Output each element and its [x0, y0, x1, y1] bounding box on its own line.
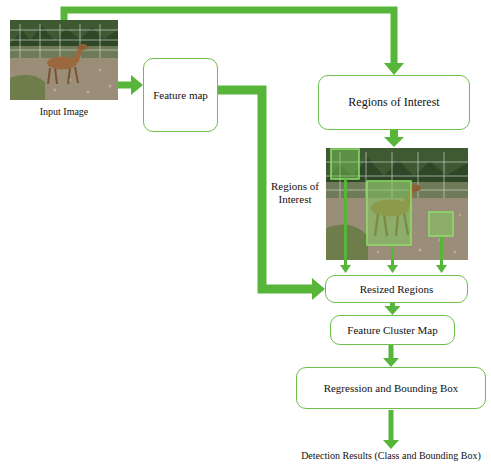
node-text: Resized Regions	[360, 283, 434, 296]
grass-band	[10, 46, 118, 58]
process-box: Regression and Bounding Box	[296, 367, 486, 409]
green-patch	[10, 75, 45, 100]
arrow-head	[383, 358, 399, 367]
arrow-shaft	[389, 345, 394, 359]
flow-arrow	[383, 410, 399, 449]
deer-body	[47, 57, 77, 70]
flow-arrow	[64, 10, 404, 75]
node-text: Feature Cluster Map	[347, 324, 437, 337]
region-photo	[326, 148, 468, 260]
region-box	[331, 149, 359, 179]
deer	[47, 44, 88, 84]
photo-ground	[326, 148, 468, 260]
node-text: Input Image	[40, 106, 89, 118]
flow-arrow	[340, 179, 351, 273]
flow-arrow	[385, 303, 401, 315]
input-image: Input Image	[10, 20, 118, 118]
arrow-shaft	[118, 82, 132, 89]
region-box	[367, 181, 411, 245]
arrow-head	[131, 75, 143, 95]
arrow-head	[385, 306, 401, 315]
node-text: Regression and Bounding Box	[324, 382, 459, 395]
region-box	[429, 212, 453, 236]
fence	[10, 24, 118, 58]
tree-shadow	[10, 26, 118, 46]
arrow-shaft	[64, 10, 394, 64]
deer-legs	[48, 67, 78, 84]
node-text: Feature map	[153, 89, 208, 102]
process-box: Feature Cluster Map	[330, 315, 455, 345]
process-box: Regions of Interest	[318, 75, 470, 130]
edge-label: Regions of Interest	[268, 180, 322, 206]
flow-arrow	[118, 75, 143, 95]
process-box: Feature map	[143, 58, 218, 132]
node-text: Regions of Interest	[348, 96, 439, 110]
flow-arrow	[436, 237, 447, 273]
process-box: Resized Regions	[325, 275, 468, 303]
flow-arrow	[384, 130, 404, 147]
deer-head	[78, 44, 88, 50]
flow-arrow	[383, 345, 399, 367]
input-photo	[10, 20, 118, 100]
flow-arrow	[387, 246, 398, 273]
flow-arrow	[218, 90, 325, 300]
result-label: Detection Results (Class and Bounding Bo…	[301, 450, 481, 462]
arrow-head	[384, 63, 404, 75]
arrow-head	[312, 278, 325, 300]
gravel-speckle	[54, 67, 112, 94]
photo-ground	[10, 20, 118, 100]
